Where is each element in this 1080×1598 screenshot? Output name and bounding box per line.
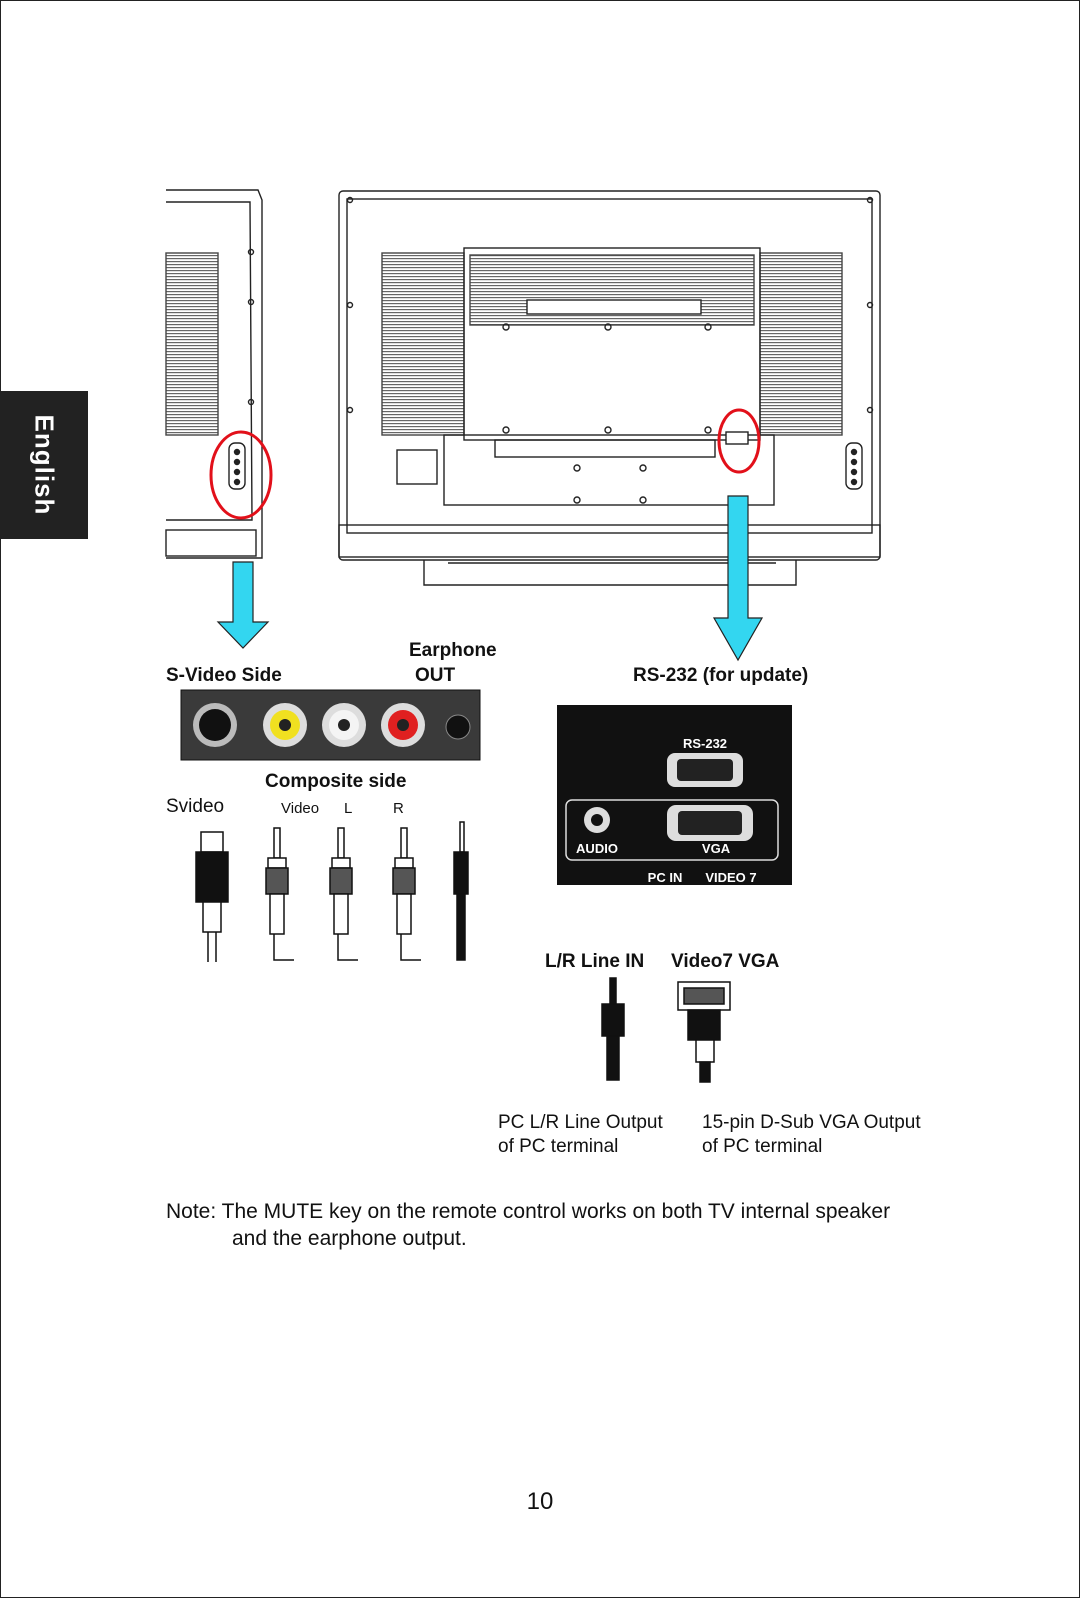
tv-side-view (165, 189, 263, 559)
pc-in-panel: RS-232 AUDIO VGA PC IN VIDEO 7 (557, 705, 792, 885)
earphone-out-label: OUT (415, 665, 456, 686)
rs232-update-label: RS-232 (for update) (633, 665, 809, 686)
arrow-down-icon (712, 495, 764, 662)
pc-lr-output-label: PC L/R Line Output (498, 1112, 663, 1133)
tv-rear-view (338, 190, 881, 586)
rs232-highlight (717, 408, 761, 474)
mute-note: Note: The MUTE key on the remote control… (166, 1198, 890, 1252)
note-line-1: Note: The MUTE key on the remote control… (166, 1200, 891, 1223)
rca-plug-icon (392, 827, 421, 961)
video-label: Video (281, 800, 320, 817)
page-number: 10 (526, 1488, 554, 1515)
video7-vga-label: Video7 VGA (671, 951, 780, 972)
rca-plug-icon (329, 827, 358, 961)
arrow-down-icon (216, 561, 270, 649)
rca-plug-icon (265, 827, 294, 961)
composite-side-label: Composite side (265, 771, 407, 792)
panel-label-vga: VGA (702, 841, 731, 856)
panel-label-video7: VIDEO 7 (705, 870, 756, 885)
left-channel-label: L (344, 800, 353, 817)
panel-label-audio: AUDIO (576, 841, 618, 856)
note-line-2: and the earphone output. (232, 1227, 467, 1250)
svideo-side-label: S-Video Side (166, 665, 282, 686)
audio-plug-icon (601, 977, 625, 1081)
vga-plug-icon (677, 981, 731, 1083)
vga-output-label: 15-pin D-Sub VGA Output (702, 1112, 921, 1133)
panel-label-rs232: RS-232 (683, 736, 727, 751)
svideo-label: Svideo (166, 796, 225, 817)
svideo-side-highlight (209, 430, 273, 520)
earphone-plug-icon (453, 821, 469, 961)
earphone-label: Earphone (409, 640, 497, 661)
vga-output-label-2: of PC terminal (702, 1136, 823, 1157)
language-tab: English (0, 391, 88, 539)
lr-line-in-label: L/R Line IN (545, 951, 645, 972)
side-jack-panel (180, 689, 481, 761)
panel-label-pc-in: PC IN (648, 870, 683, 885)
right-channel-label: R (393, 800, 404, 817)
pc-lr-output-label-2: of PC terminal (498, 1136, 619, 1157)
svideo-plug-icon (195, 831, 229, 962)
